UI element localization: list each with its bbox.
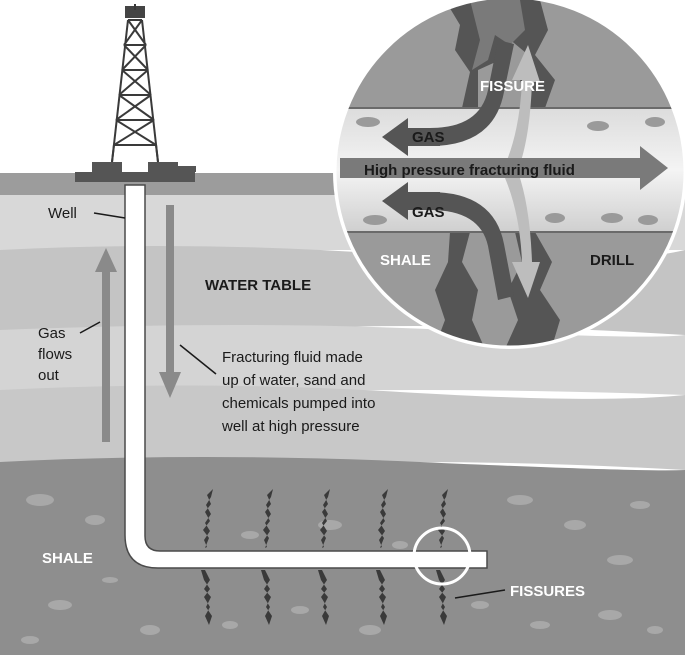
fissures-leader <box>454 589 506 599</box>
fracturing-fluid-line-3: chemicals pumped into <box>222 395 375 412</box>
inset-gas-arrow-bottom <box>382 182 440 220</box>
ground-labels: Well WATER TABLE Gas flows out Fracturin… <box>38 205 585 600</box>
inset-fluid-curve-bottom <box>505 172 540 298</box>
inset-gas-curve-bottom <box>430 192 514 300</box>
fissure-1-down <box>201 570 212 625</box>
fissure-4-up <box>378 489 388 548</box>
inset-shale-label: SHALE <box>380 252 431 269</box>
gas-flows-out-line-2: flows <box>38 346 72 363</box>
well-label: Well <box>48 205 77 222</box>
layer-lower <box>0 385 685 474</box>
inset-high-pressure-label: High pressure fracturing fluid <box>364 162 575 179</box>
drilling-rig <box>75 4 196 182</box>
fissures-label: FISSURES <box>510 583 585 600</box>
inset-gas-bottom-label: GAS <box>412 204 445 221</box>
fracturing-fluid-line-4: well at high pressure <box>221 418 360 435</box>
gas-out-arrow <box>95 248 117 442</box>
inset-fissure-label: FISSURE <box>480 78 545 95</box>
fissure-5-down <box>436 570 447 625</box>
fracturing-fluid-line-1: Fracturing fluid made <box>222 349 363 366</box>
inset-fissure-bottom <box>430 232 490 347</box>
fissure-3-up <box>320 489 330 548</box>
fissure-1-up <box>203 489 213 548</box>
fissure-3-down <box>318 570 329 625</box>
shale-speckles <box>21 494 663 644</box>
well-leader <box>93 212 126 219</box>
inset-pipe-pellets <box>356 117 665 225</box>
inset-circle: FISSURE GAS High pressure fracturing flu… <box>333 0 685 349</box>
fracturing-fluid-line-2: up of water, sand and <box>222 372 365 389</box>
inset-gas-curve-top <box>430 40 514 146</box>
water-table-label: WATER TABLE <box>205 277 311 294</box>
fissure-5-up <box>438 489 448 548</box>
fissure-2-down <box>261 570 272 625</box>
inset-gas-arrow-top <box>382 118 440 156</box>
inset-gas-top-label: GAS <box>412 129 445 146</box>
inset-pressure-arrow <box>340 146 668 190</box>
inset-drill-label: DRILL <box>590 252 634 269</box>
gas-flows-out-line-1: Gas <box>38 325 66 342</box>
fluid-leader <box>179 344 217 375</box>
fissures <box>201 489 448 625</box>
gas-leader <box>79 321 101 334</box>
gas-flows-out-line-3: out <box>38 367 60 384</box>
fissure-2-up <box>263 489 273 548</box>
fluid-in-arrow <box>159 205 181 398</box>
shale-label: SHALE <box>42 550 93 567</box>
fissure-4-down <box>376 570 387 625</box>
inset-fluid-curve-top <box>505 45 540 170</box>
flow-arrows <box>95 205 181 442</box>
zoom-ring <box>412 526 472 586</box>
well-pipe <box>124 184 488 569</box>
rig-platform <box>75 172 195 182</box>
